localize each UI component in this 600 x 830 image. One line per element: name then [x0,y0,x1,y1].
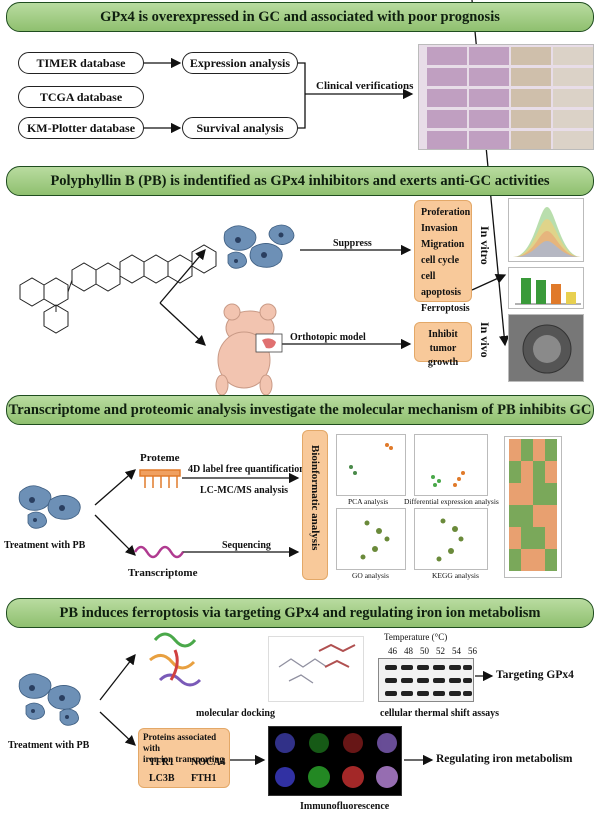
protein-tfr1: TFR1 [149,757,174,768]
suppress-label: Suppress [333,238,372,249]
survival-analysis-box: Survival analysis [182,117,298,139]
lcms-label: LC-MC/MS analysis [200,485,289,496]
heatmap-panel [504,436,562,578]
temperature-label: Temperature (°C) [384,632,448,642]
in-vitro-label: In vitro [478,226,492,265]
vitro-item-migration: Migration [421,239,465,250]
electron-microscopy-panel [508,314,584,382]
pca-label: PCA analysis [348,497,389,506]
section2-banner: Polyphyllin B (PB) is indentified as GPx… [6,166,594,196]
regulating-iron-label: Regulating iron metabolism [436,753,573,765]
immunofluorescence-panel [268,726,402,796]
go-panel [336,508,406,570]
transcriptome-label: Transcriptome [128,567,198,579]
tumor-growth-label: tumor growth [427,343,459,368]
treatment-label-s3: Treatment with PB [4,540,86,551]
immunofluorescence-label: Immunofluorescence [300,801,390,812]
proteme-label: Proteme [140,452,180,464]
cetsa-label: cellular thermal shift assays [380,708,499,719]
vitro-item-ferroptosis: Ferroptosis [421,303,470,314]
molecular-docking-label: molecular docking [196,708,275,719]
protein-fth1: FTH1 [191,773,217,784]
in-vitro-results-box: Proferation Invasion Migration cell cycl… [414,200,472,314]
km-plotter-database-box: KM-Plotter database [18,117,144,139]
ihc-image-grid [418,44,594,150]
section3-banner: Transcriptome and proteomic analysis inv… [6,395,594,425]
temp-56: 56 [468,646,477,656]
sequencing-label: Sequencing [222,540,271,551]
vitro-item-proliferation: Proferation [421,207,471,218]
in-vivo-results-box: Inhibit tumor growth [414,322,472,368]
targeting-gpx4-label: Targeting GPx4 [496,669,574,681]
temp-46: 46 [388,646,397,656]
in-vivo-label: In vivo [478,322,492,358]
flow-histogram-panel [508,198,584,262]
arrow-to-mouse [159,302,206,346]
quantification-label: 4D label free quantification [188,464,305,475]
expression-analysis-box: Expression analysis [182,52,298,74]
arrow-to-proteins [99,711,136,746]
vitro-item-cell-apoptosis: cell apoptosis [421,271,462,298]
timer-database-box: TIMER database [18,52,144,74]
kegg-panel [414,508,488,570]
temp-54: 54 [452,646,461,656]
proteins-title-line2: iron ion transporting [143,754,224,764]
orthotopic-model-label: Orthotopic model [290,332,366,343]
clinical-verifications-label: Clinical verifications [316,80,414,92]
section4-banner: PB induces ferroptosis via targeting GPx… [6,598,594,628]
bioinformatic-analysis-box: Bioinformatic analysis [302,430,328,580]
tcga-database-box: TCGA database [18,86,144,108]
vitro-item-cell-cycle: cell cycle [421,255,460,266]
vitro-item-invasion: Invasion [421,223,458,234]
arrow-to-transcriptome [94,514,136,556]
arrow-invitro-results [471,274,507,291]
proteins-title-line1: Proteins associated with [143,732,217,753]
arrow-to-cells [159,249,206,304]
section1-banner: GPx4 is overexpressed in GC and associat… [6,2,594,32]
ferroptosis-bar-panel [508,267,584,309]
kegg-label: KEGG analysis [432,571,479,580]
protein-lc3b: LC3B [149,773,175,784]
inhibit-label: Inhibit [428,329,458,340]
pca-panel [336,434,406,496]
iron-proteins-box: Proteins associated with iron ion transp… [138,728,230,788]
bracket-results [298,62,306,129]
temp-48: 48 [404,646,413,656]
bioinformatic-analysis-label: Bioinformatic analysis [309,445,321,551]
temp-50: 50 [420,646,429,656]
go-label: GO analysis [352,571,389,580]
temp-52: 52 [436,646,445,656]
arrow-to-docking [99,653,136,701]
docking-closeup-panel [268,636,364,702]
volcano-panel [414,434,488,496]
diffexpr-label: Differential expression analysis [404,497,499,506]
treatment-label-s4: Treatment with PB [8,740,90,751]
western-blot-panel [378,658,474,702]
arrow-to-proteme [94,469,136,506]
protein-noca4: NOCA4 [191,757,226,768]
